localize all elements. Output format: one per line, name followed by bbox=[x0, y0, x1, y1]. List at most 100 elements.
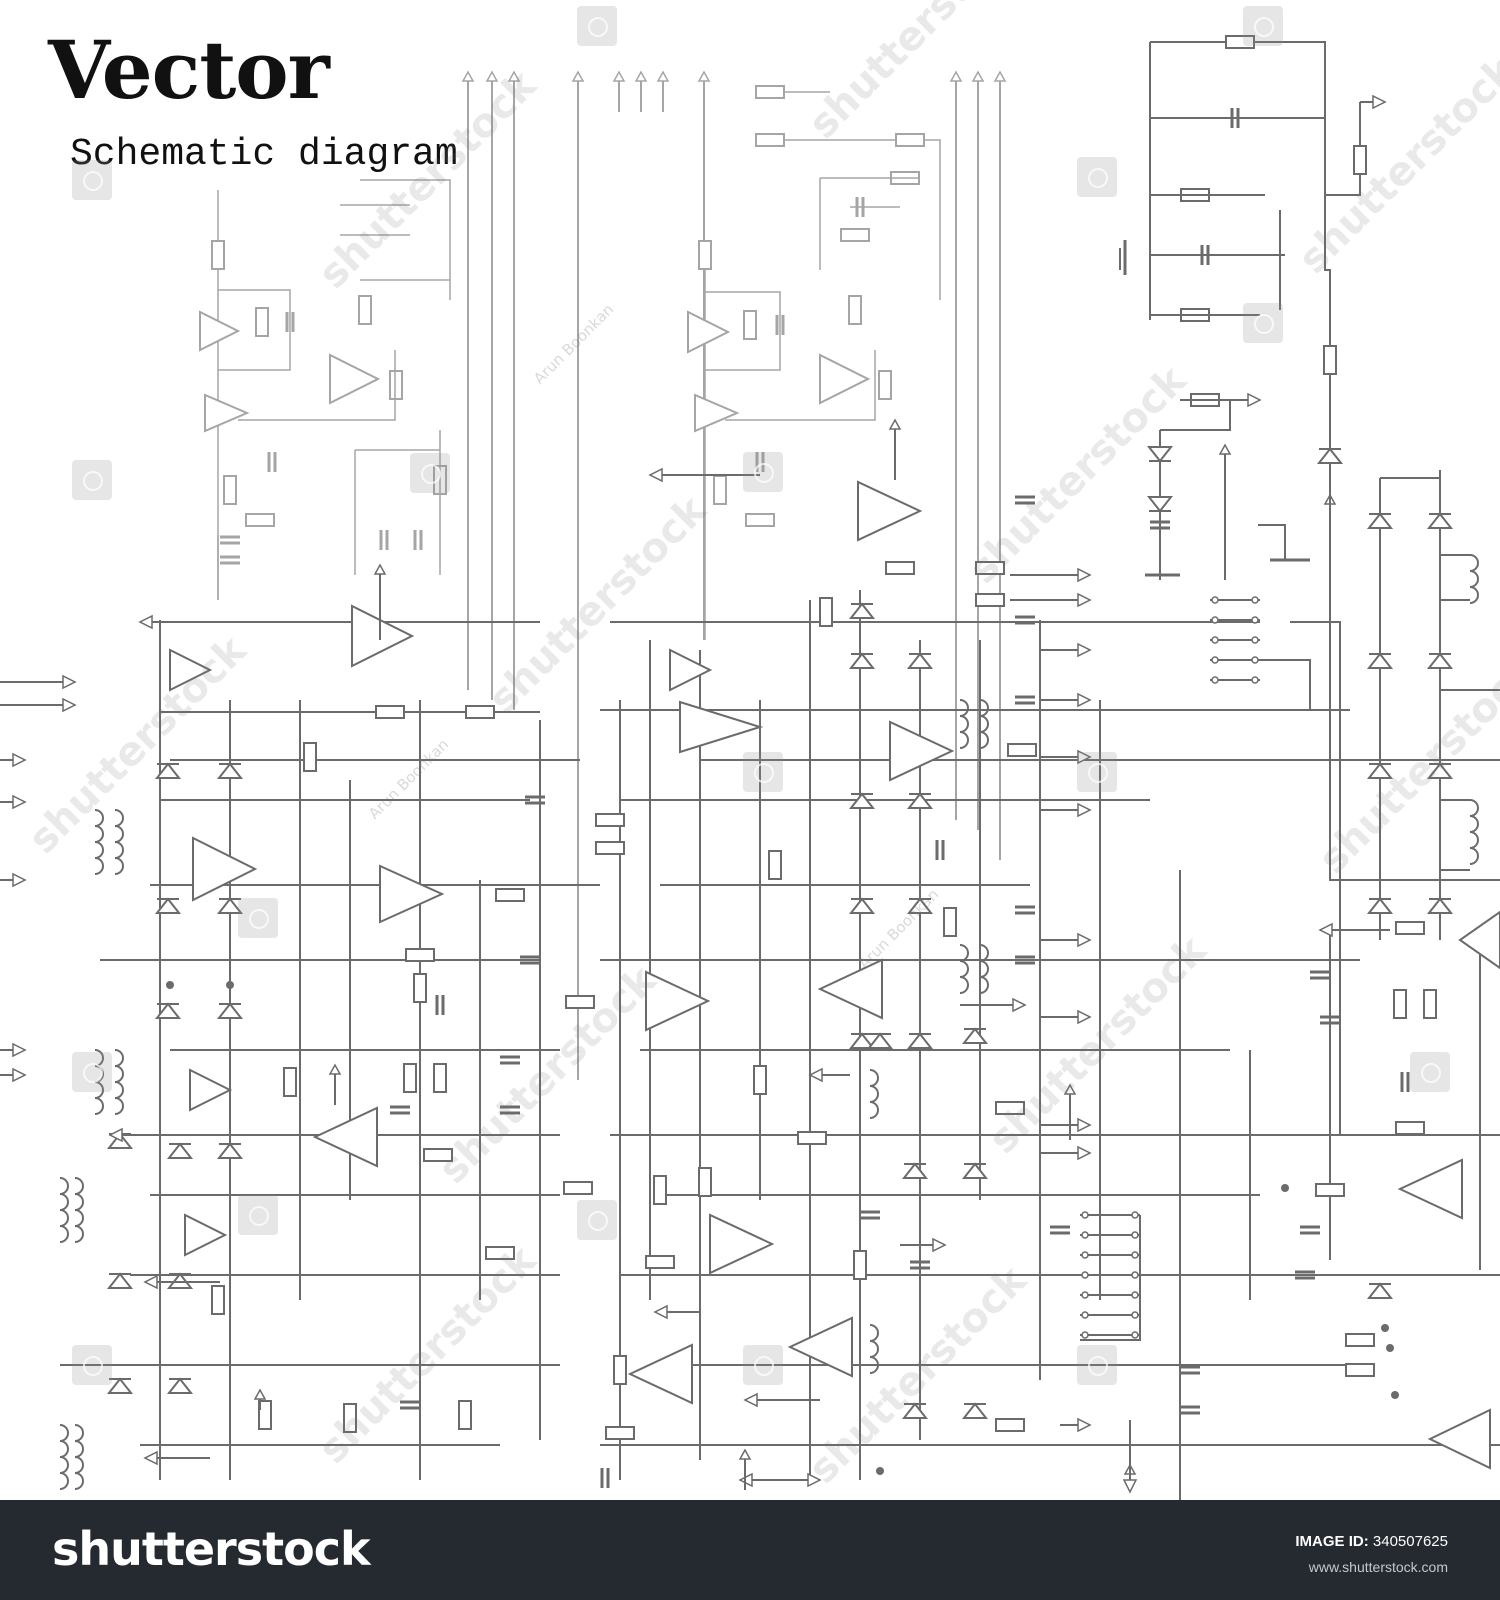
diode bbox=[848, 652, 876, 669]
diode bbox=[166, 1142, 194, 1159]
arrow-icon bbox=[697, 70, 711, 82]
resistor bbox=[797, 1131, 827, 1145]
diode bbox=[216, 762, 244, 779]
switch-contact bbox=[1131, 1251, 1139, 1259]
wire bbox=[1329, 478, 1500, 881]
inductor bbox=[59, 1424, 69, 1490]
resistor bbox=[995, 1101, 1025, 1115]
resistor bbox=[563, 1181, 593, 1195]
op-amp bbox=[192, 836, 258, 902]
diode bbox=[1146, 496, 1174, 513]
arrow-icon bbox=[138, 614, 153, 630]
resistor bbox=[595, 841, 625, 855]
switch-contact bbox=[1131, 1291, 1139, 1299]
arrow-icon bbox=[888, 418, 902, 430]
watermark-logo-icon bbox=[743, 1345, 783, 1385]
footer-url[interactable]: www.shutterstock.com bbox=[1308, 1559, 1448, 1575]
watermark-logo-icon bbox=[1243, 6, 1283, 46]
arrow-icon bbox=[1077, 567, 1092, 583]
op-amp bbox=[204, 393, 250, 433]
switch-contact bbox=[1251, 616, 1259, 624]
wire bbox=[1260, 659, 1311, 710]
switch-contact bbox=[1211, 616, 1219, 624]
resistor bbox=[565, 995, 595, 1009]
switch-contact bbox=[1251, 676, 1259, 684]
wire bbox=[1324, 195, 1331, 520]
resistor bbox=[895, 133, 925, 147]
op-amp bbox=[889, 720, 955, 782]
resistor bbox=[1225, 35, 1255, 49]
arrow-icon bbox=[656, 70, 670, 82]
arrow-icon bbox=[507, 70, 521, 82]
diode bbox=[1366, 512, 1394, 529]
switch-contact bbox=[1131, 1311, 1139, 1319]
diode bbox=[848, 792, 876, 809]
resistor bbox=[1345, 1333, 1375, 1347]
arrow-icon bbox=[12, 1067, 27, 1083]
diode bbox=[1426, 762, 1454, 779]
watermark-logo-icon bbox=[577, 1200, 617, 1240]
diode bbox=[1366, 1282, 1394, 1299]
inductor bbox=[959, 944, 969, 994]
resistor bbox=[848, 295, 862, 325]
switch-contact bbox=[1131, 1211, 1139, 1219]
switch-contact bbox=[1251, 596, 1259, 604]
resistor bbox=[840, 228, 870, 242]
resistor bbox=[303, 742, 317, 772]
diode bbox=[848, 897, 876, 914]
resistor bbox=[433, 1063, 447, 1093]
resistor bbox=[745, 513, 775, 527]
resistor bbox=[853, 1250, 867, 1280]
arrow-icon bbox=[1077, 749, 1092, 765]
watermark-logo-icon bbox=[1243, 303, 1283, 343]
arrow-icon bbox=[143, 1450, 158, 1466]
resistor bbox=[878, 370, 892, 400]
resistor bbox=[211, 1285, 225, 1315]
arrow-icon bbox=[808, 1067, 823, 1083]
inductor bbox=[959, 699, 969, 749]
op-amp bbox=[1427, 1408, 1491, 1470]
op-amp bbox=[379, 864, 445, 924]
op-amp bbox=[169, 648, 213, 692]
resistor bbox=[211, 240, 225, 270]
watermark-logo-icon bbox=[238, 898, 278, 938]
diode bbox=[901, 1162, 929, 1179]
resistor bbox=[1395, 921, 1425, 935]
op-amp bbox=[1397, 1158, 1463, 1220]
wire bbox=[1150, 41, 1326, 195]
diode bbox=[906, 792, 934, 809]
inductor bbox=[59, 1177, 69, 1243]
arrow-icon bbox=[1077, 692, 1092, 708]
resistor bbox=[389, 370, 403, 400]
resistor bbox=[975, 561, 1005, 575]
wire bbox=[1160, 400, 1231, 431]
arrow-icon bbox=[328, 1063, 342, 1075]
op-amp bbox=[645, 970, 711, 1032]
footer-logo[interactable]: shutterstock bbox=[52, 1522, 371, 1576]
arrow-icon bbox=[1077, 642, 1092, 658]
inductor bbox=[1469, 554, 1479, 604]
op-amp bbox=[627, 1343, 693, 1405]
arrow-icon bbox=[1077, 802, 1092, 818]
junction-dot bbox=[1281, 1184, 1289, 1192]
diode bbox=[1366, 762, 1394, 779]
resistor bbox=[943, 907, 957, 937]
arrow-icon bbox=[485, 70, 499, 82]
arrow-icon bbox=[1077, 932, 1092, 948]
arrow-icon bbox=[253, 1388, 267, 1400]
diode bbox=[906, 897, 934, 914]
op-amp bbox=[857, 480, 923, 542]
resistor bbox=[975, 593, 1005, 607]
arrow-icon bbox=[62, 674, 77, 690]
resistor bbox=[743, 310, 757, 340]
inductor bbox=[979, 944, 989, 994]
watermark-logo-icon bbox=[1077, 752, 1117, 792]
op-amp bbox=[687, 310, 731, 354]
arrow-icon bbox=[932, 1237, 947, 1253]
diode bbox=[866, 1032, 894, 1049]
schematic-canvas: Vector Schematic diagram shutterstock sh… bbox=[0, 0, 1500, 1500]
wire bbox=[1325, 102, 1361, 196]
switch-contact bbox=[1211, 596, 1219, 604]
inductor bbox=[114, 1049, 124, 1115]
diode bbox=[961, 1027, 989, 1044]
